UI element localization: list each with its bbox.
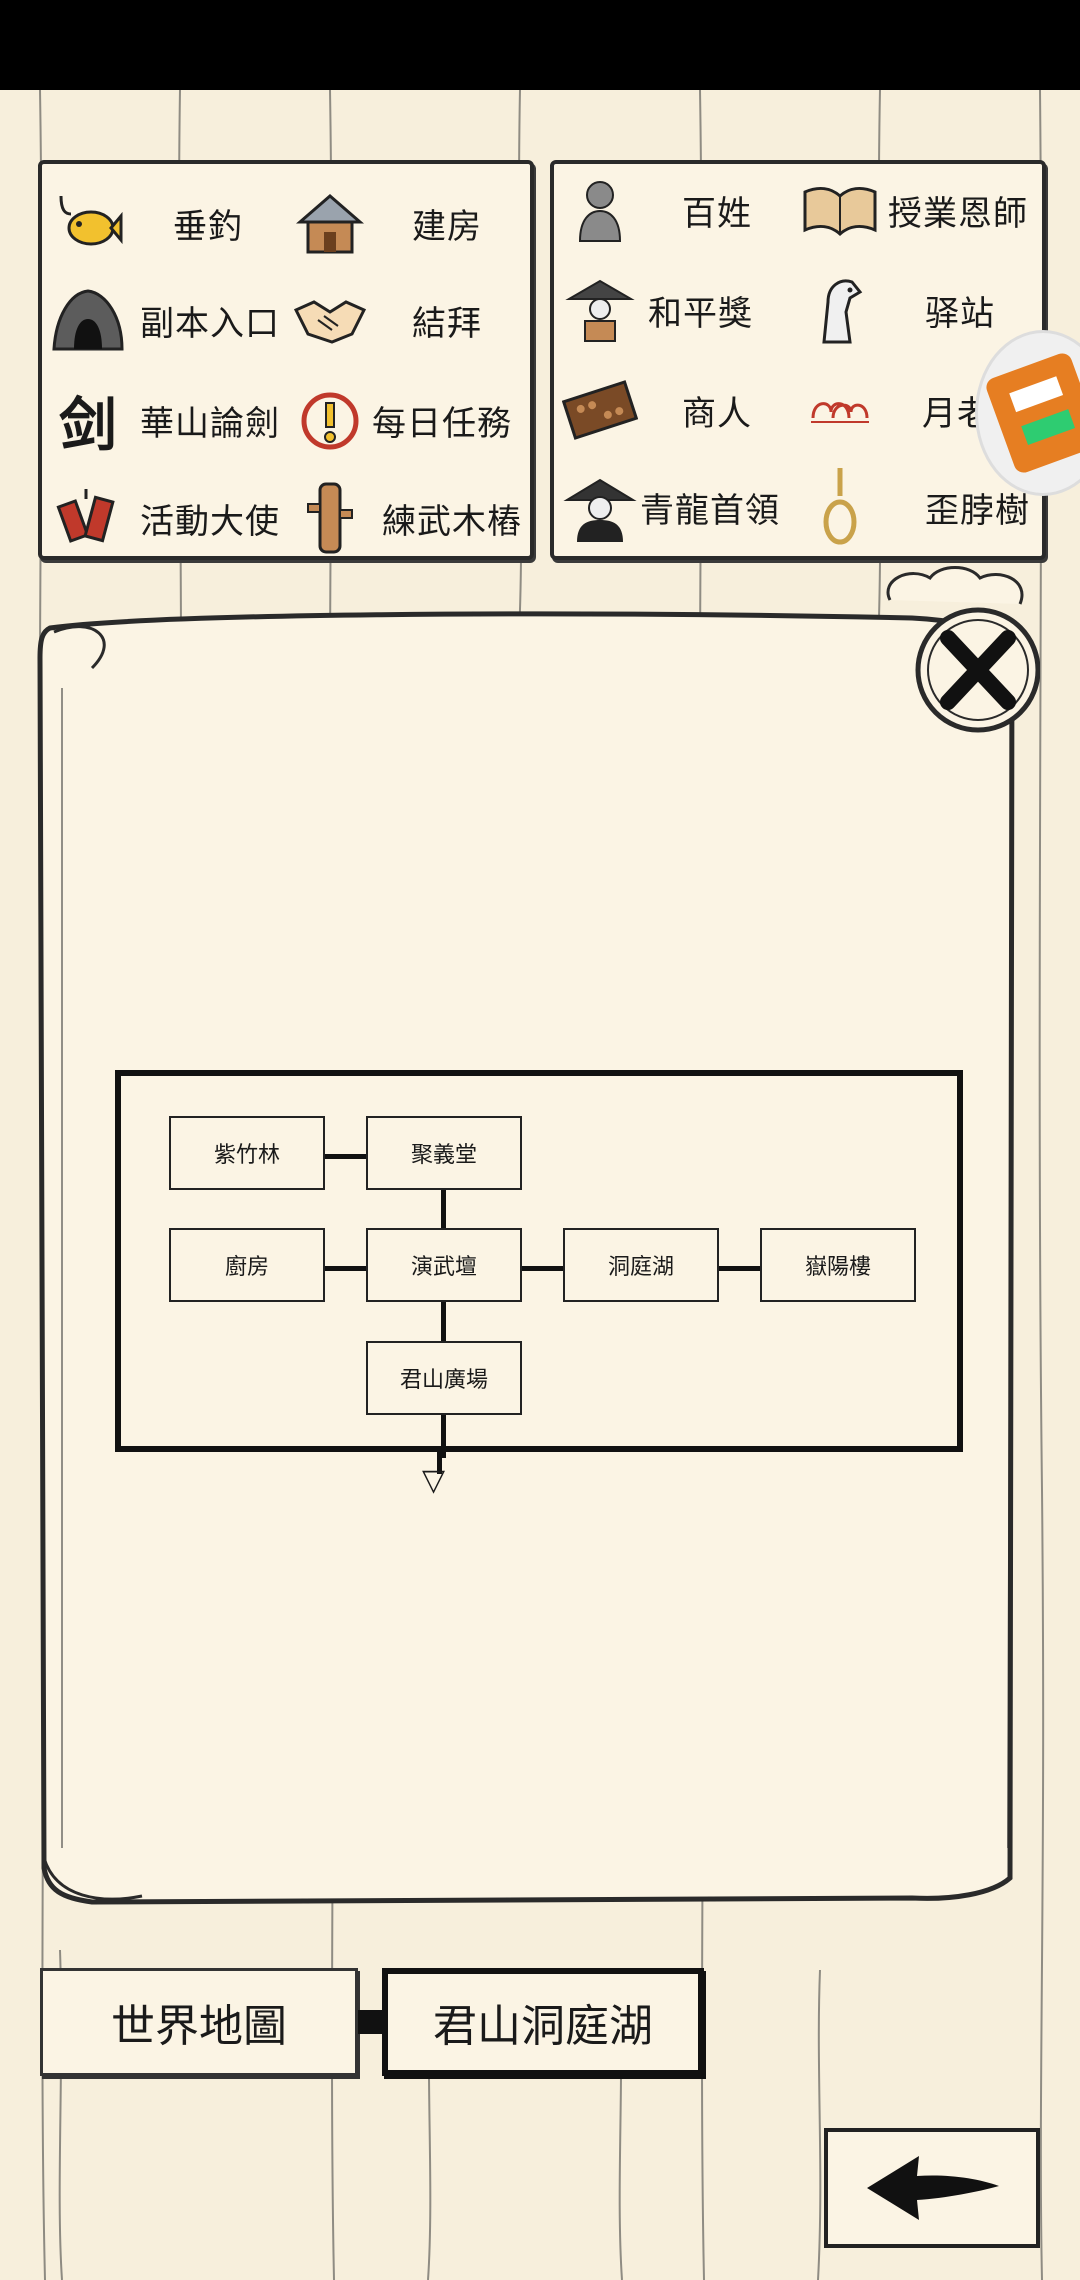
menu-label: 和平獎 <box>648 293 753 334</box>
map-room-yueyanglou[interactable]: 嶽陽樓 <box>760 1228 916 1302</box>
area-map: 紫竹林 聚義堂 廚房 演武壇 洞庭湖 嶽陽樓 君山廣場 <box>115 1070 963 1458</box>
menu-label: 結拜 <box>412 303 482 344</box>
tab-current-area[interactable]: 君山洞庭湖 <box>382 1968 704 2076</box>
menu-label: 垂釣 <box>173 206 243 247</box>
menu-item-merchant[interactable]: 商人 <box>560 365 752 455</box>
commoner-icon <box>560 170 640 250</box>
menu-item-peace-award[interactable]: 和平獎 <box>560 265 753 355</box>
menu-label: 驿站 <box>925 293 995 334</box>
firecracker-icon <box>48 478 128 558</box>
map-connector <box>441 1301 446 1341</box>
house-icon <box>290 183 370 263</box>
assistant-logo-icon <box>986 353 1080 473</box>
menu-item-relay-station[interactable]: 驿站 <box>800 265 995 355</box>
close-button[interactable] <box>870 560 1041 740</box>
horse-icon <box>800 270 880 350</box>
floating-assistant-bubble[interactable] <box>975 330 1080 496</box>
back-button[interactable] <box>824 2128 1040 2248</box>
map-connector <box>441 1188 446 1228</box>
menu-item-matchmaker[interactable]: 月老 <box>800 365 992 455</box>
map-room-junshanguangchang[interactable]: 君山廣場 <box>366 1341 522 1415</box>
menu-label: 青龍首領 <box>640 490 780 531</box>
menu-label: 練武木樁 <box>382 501 522 542</box>
menu-label: 副本入口 <box>140 303 280 344</box>
map-connector <box>441 1414 446 1458</box>
menu-label: 歪脖樹 <box>925 490 1030 531</box>
map-room-yanwutan[interactable]: 演武壇 <box>366 1228 522 1302</box>
menu-item-event-ambassador[interactable]: 活動大使 <box>48 473 280 563</box>
map-room-zizhulin[interactable]: 紫竹林 <box>169 1116 325 1190</box>
tab-world-map[interactable]: 世界地圖 <box>40 1968 358 2076</box>
menu-label: 建房 <box>412 206 482 247</box>
menu-item-crooked-tree[interactable]: 歪脖樹 <box>800 462 1030 552</box>
map-connector <box>324 1266 366 1271</box>
tab-connector <box>358 2010 382 2034</box>
status-bar <box>0 0 1080 90</box>
noose-icon <box>800 467 880 547</box>
menu-item-daily-quests[interactable]: 每日任務 <box>290 375 512 465</box>
map-room-juyitang[interactable]: 聚義堂 <box>366 1116 522 1190</box>
menu-label: 商人 <box>682 393 752 434</box>
quest-icon <box>290 380 370 460</box>
map-connector <box>718 1266 760 1271</box>
back-arrow-icon <box>867 2156 999 2220</box>
wooden-dummy-icon <box>290 478 370 558</box>
menu-item-qinglong-leader[interactable]: 青龍首領 <box>560 462 780 552</box>
map-exit-connector <box>437 1452 442 1474</box>
menu-label: 百姓 <box>682 193 752 234</box>
cave-icon <box>48 280 128 360</box>
menu-item-huashan-duel[interactable]: 剑 華山論劍 <box>48 375 280 465</box>
menu-item-fishing[interactable]: 垂釣 <box>48 178 243 268</box>
map-connector <box>324 1154 366 1159</box>
menu-label: 活動大使 <box>140 501 280 542</box>
handshake-icon <box>290 280 370 360</box>
menu-label: 華山論劍 <box>140 403 280 444</box>
peace-award-icon <box>560 270 640 350</box>
sword-glyph-icon: 剑 <box>58 391 117 459</box>
menu-item-dungeon-entrance[interactable]: 副本入口 <box>48 275 280 365</box>
menu-item-sworn-brothers[interactable]: 結拜 <box>290 275 482 365</box>
menu-item-build-house[interactable]: 建房 <box>290 178 482 268</box>
menu-label: 授業恩師 <box>888 193 1028 234</box>
abacus-icon <box>560 370 640 450</box>
menu-item-mentor[interactable]: 授業恩師 <box>800 165 1028 255</box>
map-exit-arrow[interactable]: ▽ <box>422 1463 446 1498</box>
close-icon <box>886 566 1041 733</box>
red-thread-icon <box>800 370 880 450</box>
map-connector <box>521 1266 563 1271</box>
leader-icon <box>560 467 640 547</box>
map-room-dongtinghu[interactable]: 洞庭湖 <box>563 1228 719 1302</box>
fish-icon <box>48 183 128 263</box>
menu-item-training-dummy[interactable]: 練武木樁 <box>290 473 522 563</box>
menu-item-commoners[interactable]: 百姓 <box>560 165 752 255</box>
menu-label: 每日任務 <box>372 403 512 444</box>
map-room-chufang[interactable]: 廚房 <box>169 1228 325 1302</box>
right-menu-panel <box>550 160 1046 560</box>
book-icon <box>800 170 880 250</box>
